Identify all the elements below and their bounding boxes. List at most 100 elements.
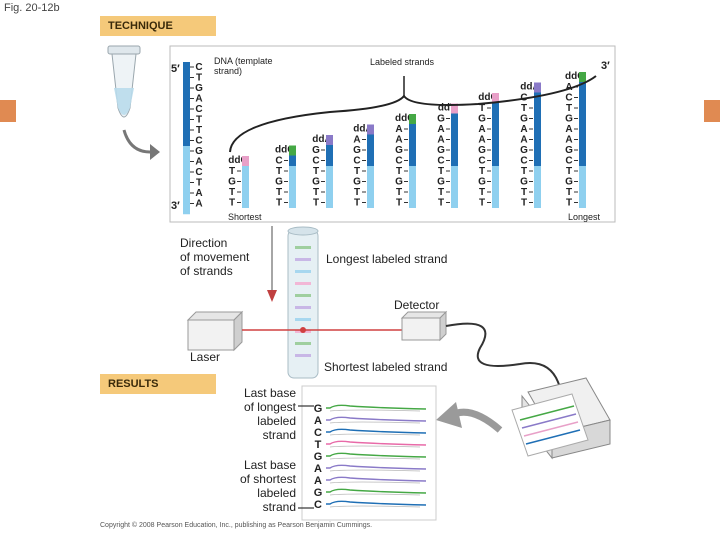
strand-dark-segment [289,155,296,166]
strand-ddnt-label: ddG [395,113,415,124]
results-base: T [315,439,322,451]
results-peak-shadow [329,433,421,436]
results-base: A [314,475,322,487]
results-peak [326,452,427,458]
direction-arrowhead [267,290,277,302]
results-peak [326,416,427,422]
left-accent-bar [0,100,16,122]
strand-light-segment [579,166,586,208]
strand-base: G [478,114,486,125]
three-prime-right-label: 3′ [601,60,610,72]
template-base: C [195,62,202,73]
detector-box [400,310,448,342]
results-base: C [314,427,322,439]
technique-tag: TECHNIQUE [100,16,216,36]
strand-dark-segment [534,92,541,166]
strand-dideoxy-tag [492,93,499,103]
strand-base: A [565,124,572,135]
strand-base: T [354,187,360,198]
strand-base: T [354,166,360,177]
transfer-arrowhead [150,144,160,160]
strand-base: G [395,145,403,156]
strand-base: C [520,156,527,167]
strand-base: T [276,198,282,209]
strand-base: T [229,166,235,177]
copyright-text: Copyright © 2008 Pearson Education, Inc.… [100,522,373,529]
results-peak [326,476,427,482]
results-peak-shadow [329,421,421,424]
strand-base: T [438,187,444,198]
strand-base: T [479,187,485,198]
strand-base: A [353,135,360,146]
strand-base: A [437,124,444,135]
five-prime-label: 5′ [171,63,180,75]
strand-base: T [313,187,319,198]
strand-base: G [520,145,528,156]
strand-base: T [479,198,485,209]
strand-base: A [478,135,485,146]
template-base: T [196,125,202,136]
strand-base: T [566,187,572,198]
strand-base: T [566,166,572,177]
results-base: A [314,463,322,475]
strand-base: G [437,145,445,156]
strand-ddnt-label: ddG [275,145,295,156]
strand-base: T [276,166,282,177]
template-base: A [195,199,202,210]
template-base: T [196,73,202,84]
laser-box [186,310,244,352]
strand-base: T [438,166,444,177]
results-peak [326,464,427,470]
strand-ddnt-label: ddA [312,134,331,145]
template-base: C [195,104,202,115]
strand-base: G [228,177,236,188]
direction-label: Direction of movement of strands [180,236,250,278]
strand-base: T [396,198,402,209]
strand-dideoxy-tag [534,82,541,93]
strand-base: T [521,187,527,198]
template-base: G [195,146,203,157]
results-peak [326,404,427,410]
strand-base: T [521,166,527,177]
strand-base: G [312,177,320,188]
template-base: T [196,115,202,126]
strand-base: C [565,93,572,104]
template-base: A [195,157,202,168]
figure-label: Fig. 20-12b [4,2,60,14]
strand-base: G [353,177,361,188]
strand-dideoxy-tag [579,72,586,82]
strand-dideoxy-tag [409,114,416,124]
detector-label: Detector [394,298,440,312]
template-base: G [195,83,203,94]
strand-dark-segment [367,134,374,166]
results-peak-shadow [329,505,421,508]
strand-base: T [276,187,282,198]
shortest-strand-label: Shortest labeled strand [324,360,448,374]
strand-ddnt-label: ddT [438,103,456,114]
strand-base: T [229,198,235,209]
strand-base: T [354,198,360,209]
template-light-segment [183,146,190,215]
results-peak [326,488,427,494]
strand-light-segment [492,166,499,208]
strand-light-segment [451,166,458,208]
results-peak-shadow [329,469,421,472]
strand-base: G [478,145,486,156]
strand-base: C [478,156,485,167]
results-peak [326,500,427,506]
strand-base: T [313,198,319,209]
strand-base: G [437,114,445,125]
strand-base: A [437,135,444,146]
results-base: G [314,403,323,415]
strand-base: C [353,156,360,167]
strand-light-segment [326,166,333,208]
strand-base: G [520,114,528,125]
results-peak-shadow [329,409,421,412]
strand-base: C [395,156,402,167]
strand-base: A [478,124,485,135]
detector-cable [445,322,561,389]
